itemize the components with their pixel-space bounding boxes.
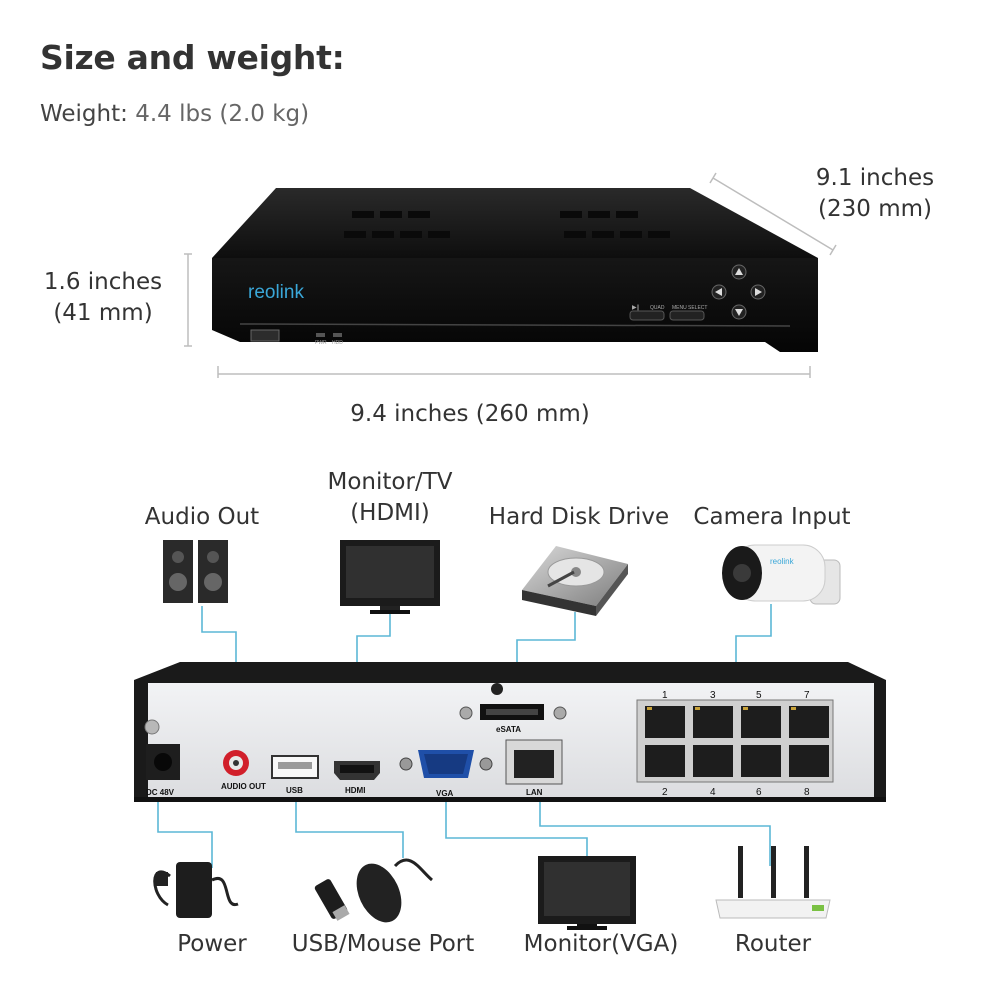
svg-text:6: 6 [756, 787, 762, 798]
svg-text:LAN: LAN [526, 788, 543, 797]
label-monitor-vga: Monitor(VGA) [523, 931, 679, 957]
weight-label: Weight: [40, 101, 128, 127]
label-router: Router [734, 931, 812, 957]
depth-dimension: 9.1 inches (230 mm) [800, 163, 950, 225]
svg-text:8: 8 [804, 787, 810, 798]
router-icon [715, 846, 831, 919]
svg-text:SELECT: SELECT [688, 305, 707, 311]
svg-text:7: 7 [804, 690, 810, 701]
speakers-icon [163, 540, 228, 603]
label-usb-mouse-port: USB/Mouse Port [291, 931, 475, 957]
svg-text:2: 2 [662, 787, 668, 798]
page-title: Size and weight: [40, 38, 345, 77]
label-hdmi: (HDMI) [350, 500, 430, 526]
dimension-guides [184, 172, 837, 378]
svg-text:VGA: VGA [436, 789, 454, 798]
top-vents [344, 211, 670, 238]
svg-text:USB: USB [286, 786, 303, 795]
camera-icon: reolink [722, 544, 841, 605]
svg-text:1: 1 [662, 690, 668, 701]
depth-mm: (230 mm) [818, 196, 932, 222]
svg-text:DC 48V: DC 48V [146, 788, 175, 797]
front-usb-port [250, 329, 280, 342]
svg-text:MENU: MENU [672, 305, 687, 311]
weight-spec: Weight: 4.4 lbs (2.0 kg) [40, 101, 309, 127]
nvr-rear-view: DC 48V AUDIO OUT USB HDMI VGA eSATA LAN [134, 662, 886, 802]
depth-inches: 9.1 inches [815, 165, 935, 191]
brand-logo: reolink [248, 282, 304, 303]
label-hard-disk-drive: Hard Disk Drive [488, 504, 670, 530]
label-power: Power [177, 931, 247, 957]
height-mm: (41 mm) [53, 300, 153, 326]
svg-text:PWR: PWR [315, 340, 327, 346]
width-dimension: 9.4 inches (260 mm) [350, 401, 590, 427]
power-adapter-icon [153, 862, 239, 918]
weight-value: 4.4 lbs (2.0 kg) [135, 101, 310, 127]
label-audio-out: Audio Out [144, 504, 260, 530]
svg-text:3: 3 [710, 690, 716, 701]
svg-text:QUAD: QUAD [650, 305, 665, 311]
svg-text:AUDIO OUT: AUDIO OUT [221, 782, 266, 791]
monitor-vga-icon [538, 856, 636, 930]
label-camera-input: Camera Input [693, 504, 851, 530]
svg-text:eSATA: eSATA [496, 725, 521, 734]
nvr-front-view: reolink PWR HDD QUAD MENU SELECT ▶∥ [212, 188, 818, 352]
svg-text:HDMI: HDMI [345, 786, 365, 795]
hard-disk-icon [522, 546, 628, 616]
height-dimension: 1.6 inches (41 mm) [28, 267, 178, 329]
monitor-hdmi-icon [340, 540, 440, 614]
label-monitor-tv: Monitor/TV [327, 469, 453, 495]
svg-text:4: 4 [710, 787, 716, 798]
svg-text:▶∥: ▶∥ [632, 304, 640, 311]
svg-text:reolink: reolink [770, 557, 795, 566]
svg-text:HDD: HDD [332, 340, 343, 346]
svg-text:5: 5 [756, 690, 762, 701]
usb-mouse-icon [314, 858, 433, 923]
height-inches: 1.6 inches [43, 269, 163, 295]
